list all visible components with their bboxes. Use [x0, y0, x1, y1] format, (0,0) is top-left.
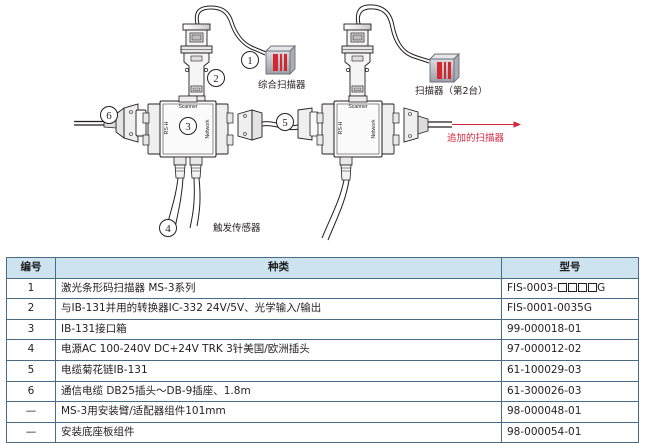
cell-kind: 安装底座板组件: [55, 421, 502, 443]
cell-no: 2: [6, 298, 56, 320]
label-additional-scanner: 追加的扫描器: [447, 132, 505, 144]
ic-332-converter: [180, 23, 213, 103]
callout-2-number: 2: [213, 73, 219, 85]
cell-no: 6: [6, 380, 56, 403]
wiring-diagram: Scanner RS-H Network: [74, 4, 522, 241]
callouts: 1 2 3 4 5 6: [100, 51, 294, 237]
device-label-scanner-2: Scanner: [348, 104, 368, 110]
output-connector-right: [403, 107, 452, 143]
label-trigger-sensor: 触发传感器: [213, 222, 261, 234]
cell-kind: 电源AC 100-240V DC+24V TRK 3针美国/欧洲插头: [55, 339, 502, 361]
model-placeholder-box: [567, 282, 577, 292]
header-model: 型号: [501, 257, 639, 279]
callout-4-number: 4: [165, 223, 171, 235]
cell-model: 97-000012-02: [501, 339, 639, 361]
bottom-connectors-left: [173, 156, 203, 179]
cell-kind: 与IB-131并用的转换器IC-332 24V/5V、光学输入/输出: [55, 298, 502, 320]
bottom-connector-right: [339, 156, 353, 181]
ic-332-converter-right: [341, 23, 374, 103]
header-kind: 种类: [55, 257, 502, 279]
callout-2: 2: [207, 69, 225, 87]
right-assembly: Scanner RS-H Network: [297, 4, 522, 241]
model-placeholder-box: [577, 282, 587, 292]
device-label-network-2: Network: [371, 119, 377, 138]
device-label-rsh: RS-H: [164, 121, 170, 134]
cell-kind: MS-3用安装臂/适配器组件101mm: [55, 401, 502, 423]
cell-no: 3: [6, 318, 56, 341]
daisy-chain-cable-5: [237, 109, 300, 141]
header-no: 编号: [6, 257, 56, 279]
callout-3-number: 3: [185, 121, 191, 133]
cell-no: 4: [6, 339, 56, 361]
cell-model: 61-300026-03: [501, 380, 639, 403]
callout-3: 3: [179, 117, 197, 135]
callout-6: 6: [100, 106, 118, 124]
cell-kind: 通信电缆 DB25插头～DB-9插座、1.8m: [55, 380, 502, 403]
device-label-scanner: Scanner: [178, 104, 198, 110]
callout-1: 1: [241, 51, 259, 69]
cell-kind: IB-131接口箱: [55, 318, 502, 341]
cell-model: FIS-0001-0035G: [501, 298, 639, 320]
cell-no: 1: [6, 277, 56, 300]
model-placeholder-box: [587, 282, 597, 292]
cell-no: —: [6, 421, 56, 443]
ib-131-box-left: Scanner RS-H Network: [74, 95, 234, 229]
table-header-row: 编号 种类 型号: [6, 257, 639, 279]
label-second-scanner: 扫描器（第2台）: [415, 85, 488, 97]
device-label-rsh-2: RS-H: [338, 121, 344, 134]
callout-5-number: 5: [282, 117, 288, 129]
cell-model: 99-000018-01: [501, 318, 639, 341]
cell-no: 5: [6, 359, 56, 382]
cable-to-second-scanner: [355, 4, 431, 64]
callout-5: 5: [276, 113, 294, 131]
cell-model: 98-000048-01: [501, 401, 639, 423]
connector-right-in: [297, 107, 319, 141]
cell-kind: 电缆菊花链IB-131: [55, 359, 502, 382]
device-label-network: Network: [205, 119, 211, 138]
callout-4: 4: [159, 219, 177, 237]
integrated-scanner-device: [264, 44, 297, 76]
label-integrated-scanner: 综合扫描器: [258, 79, 306, 91]
model-placeholder-box: [557, 282, 567, 292]
cell-no: —: [6, 401, 56, 423]
cell-model: 61-100029-03: [501, 359, 639, 382]
cell-kind: 激光条形码扫描器 MS-3系列: [55, 277, 502, 300]
cell-model: 98-000054-01: [501, 421, 639, 443]
callout-6-number: 6: [106, 110, 112, 122]
callout-1-number: 1: [247, 55, 253, 67]
model-suffix: G: [597, 281, 606, 294]
second-scanner-device: [428, 52, 461, 84]
cell-model: FIS-0003-G: [501, 277, 639, 300]
left-assembly: Scanner RS-H Network: [74, 5, 300, 229]
ib-131-box-right: Scanner RS-H Network: [297, 95, 522, 241]
cable-to-integrated-scanner: [194, 5, 267, 56]
